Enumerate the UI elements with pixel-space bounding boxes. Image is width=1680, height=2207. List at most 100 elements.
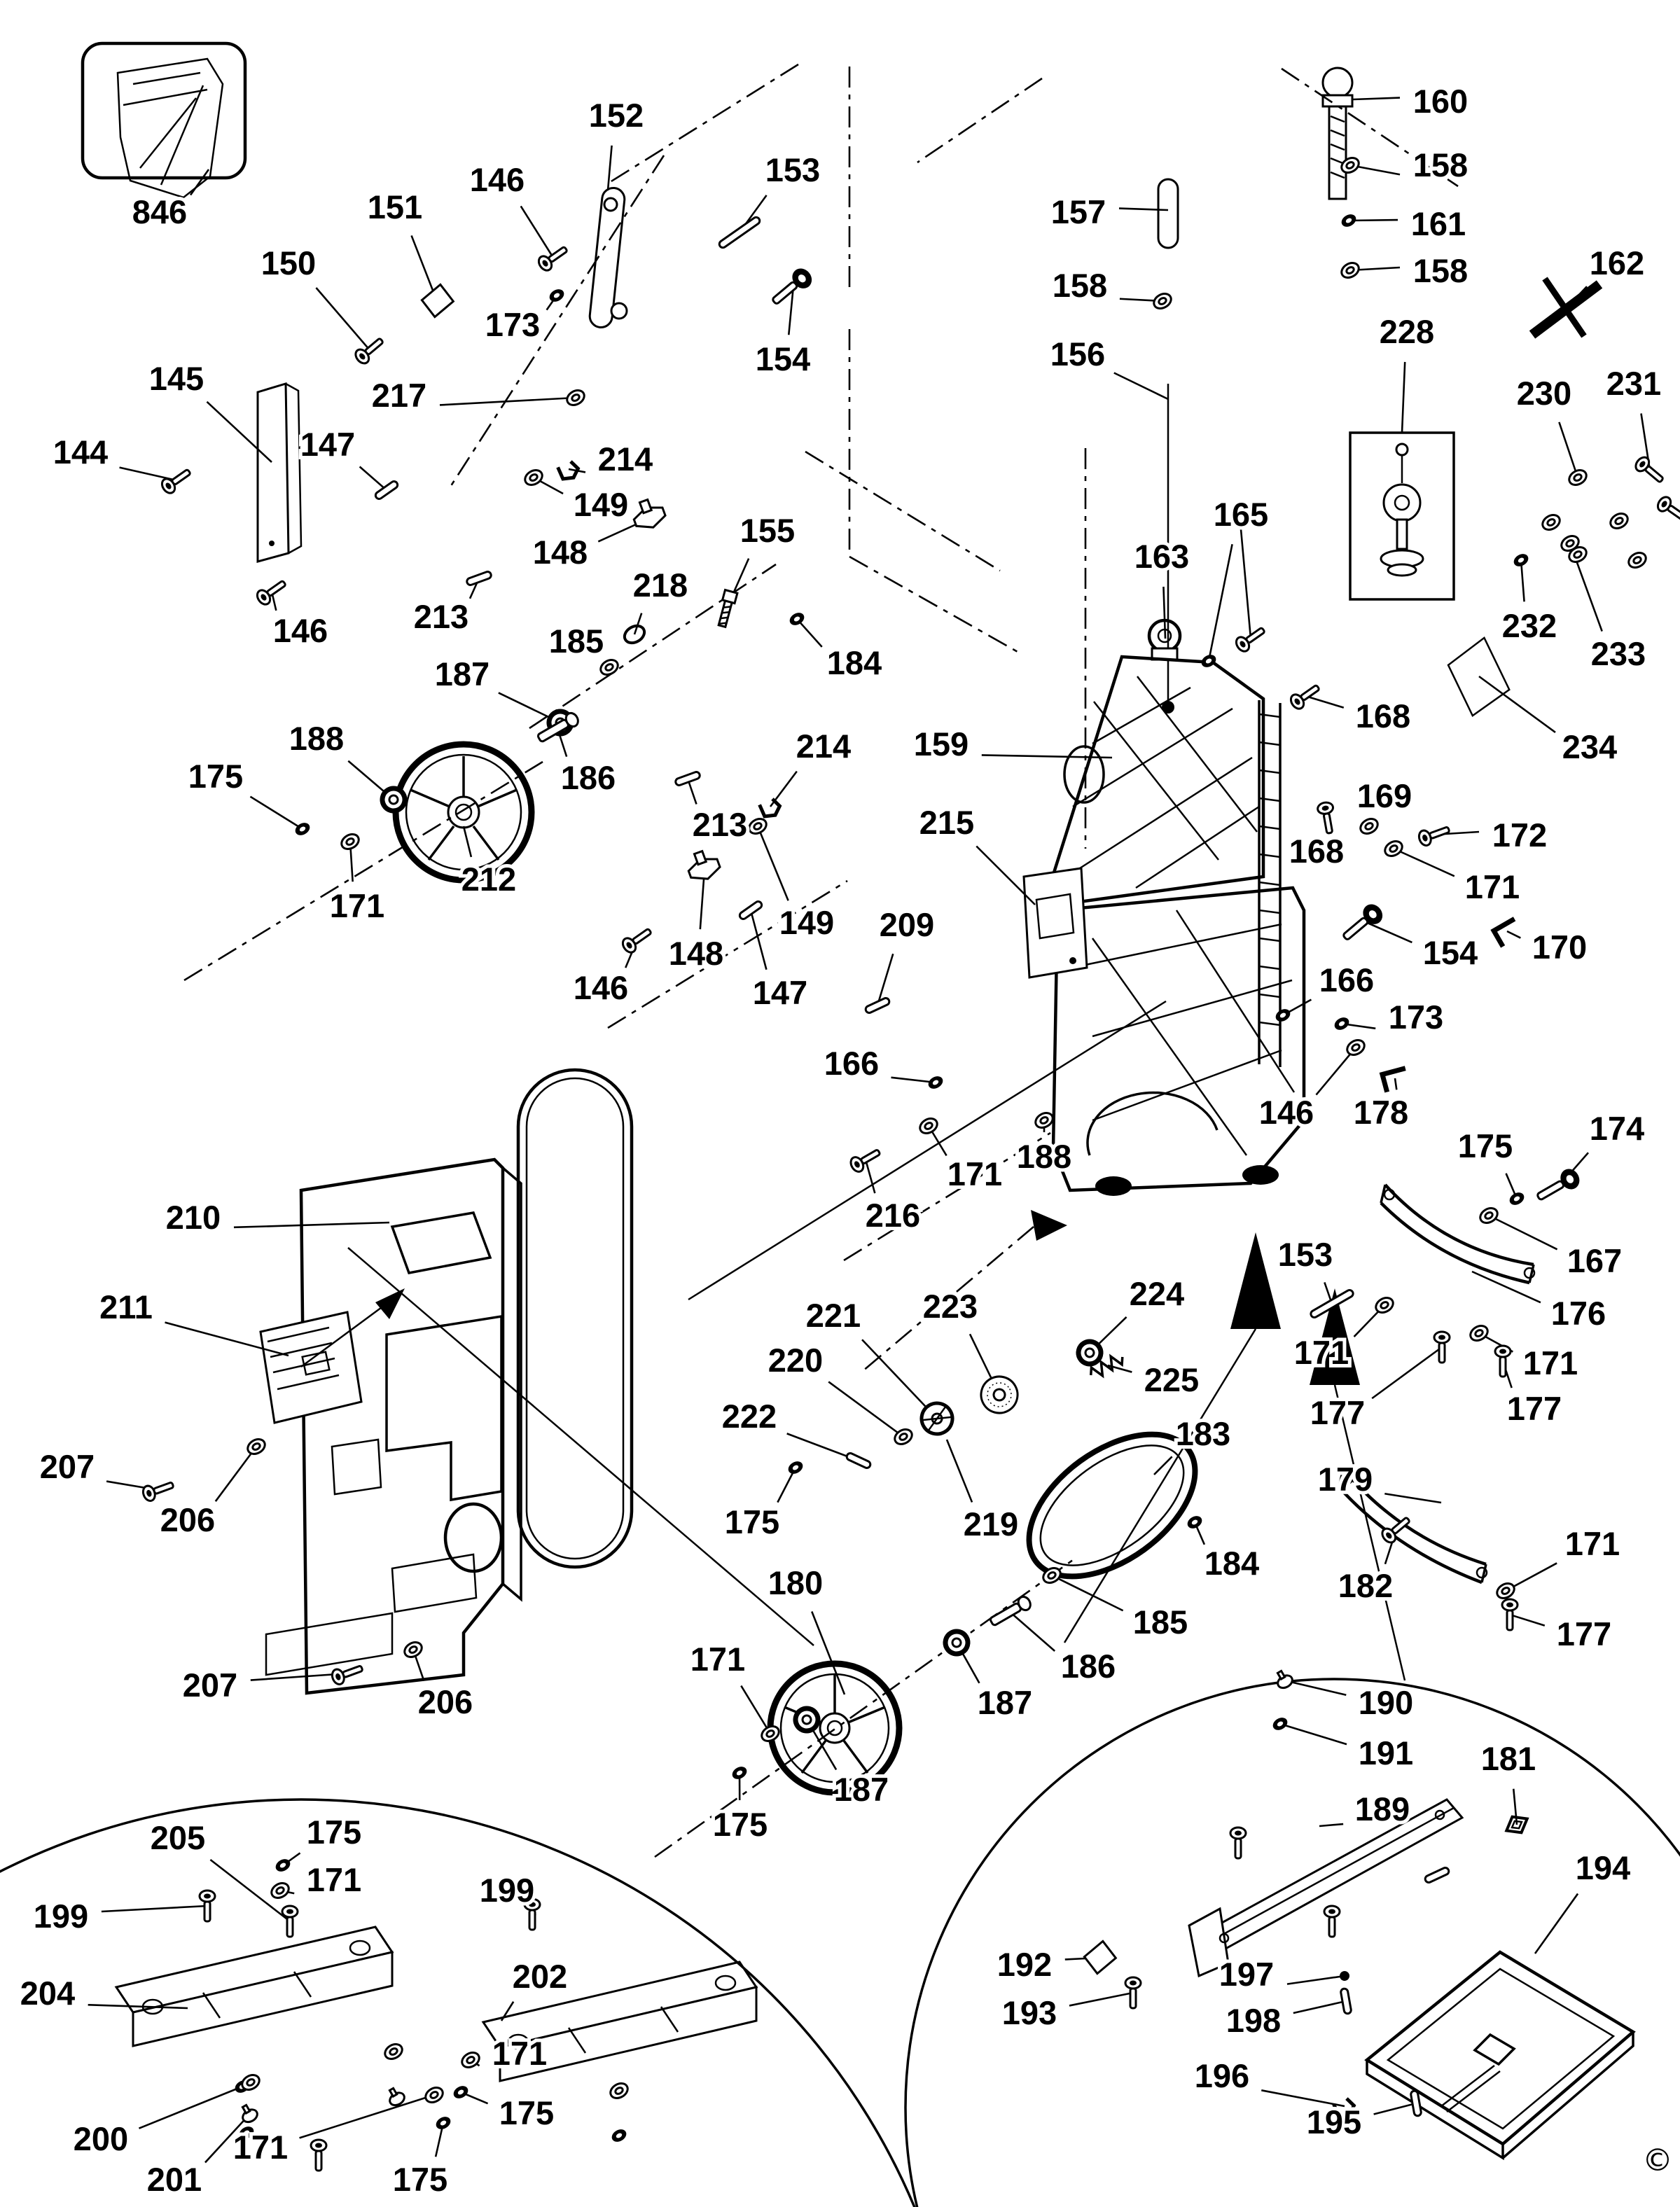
- part-label-170: 170: [1532, 928, 1587, 966]
- pulley-part-glyph: [919, 1401, 954, 1436]
- part-label-177: 177: [1507, 1390, 1562, 1427]
- washer-part-glyph: [566, 389, 585, 406]
- washer-part-glyph: [761, 1725, 780, 1742]
- part-label-178: 178: [1354, 1094, 1408, 1131]
- spring-part-glyph: [1090, 1353, 1124, 1379]
- leader-line: [1534, 1893, 1579, 1954]
- part-label-180: 180: [768, 1564, 823, 1601]
- leader-line: [1558, 422, 1579, 478]
- part-label-222: 222: [722, 1398, 777, 1435]
- part-label-205: 205: [151, 1819, 205, 1856]
- part-label-171: 171: [233, 2129, 288, 2166]
- leader-line: [1286, 1975, 1345, 1985]
- leader-line: [439, 396, 576, 406]
- leader-line: [299, 2094, 435, 2139]
- part-label-184: 184: [827, 644, 882, 681]
- leader-line: [876, 953, 894, 1006]
- washer-part-glyph: [461, 2052, 480, 2068]
- part-label-207: 207: [40, 1448, 95, 1485]
- part-label-172: 172: [1492, 816, 1547, 854]
- part-label-188: 188: [289, 720, 344, 757]
- part-label-216: 216: [866, 1197, 920, 1234]
- pin-part-glyph: [374, 480, 399, 500]
- part-label-171: 171: [947, 1155, 1002, 1192]
- leader-line: [606, 145, 613, 191]
- upper-wheel-part: [392, 741, 535, 884]
- part-label-217: 217: [372, 377, 426, 414]
- bolt-part-glyph: [717, 588, 739, 629]
- part-label-200: 200: [74, 2120, 128, 2157]
- part-label-192: 192: [997, 1946, 1052, 1983]
- screw-part-glyph: [1381, 1517, 1410, 1544]
- blade-guard-upper-part: [1380, 1183, 1536, 1285]
- part-label-181: 181: [1481, 1740, 1536, 1777]
- leader-line: [189, 169, 210, 196]
- access-door-part: [1022, 867, 1088, 979]
- part-label-202: 202: [513, 1958, 567, 1995]
- part-label-194: 194: [1576, 1849, 1630, 1886]
- washer-part-glyph: [1469, 1325, 1489, 1342]
- shaft-part-glyph: [536, 711, 579, 743]
- clip-part-glyph: [758, 798, 782, 819]
- part-label-201: 201: [147, 2161, 202, 2198]
- leader-line: [828, 1381, 904, 1438]
- part-label-163: 163: [1134, 538, 1189, 575]
- washer-part-glyph: [424, 2087, 444, 2103]
- part-label-154: 154: [756, 340, 810, 377]
- part-label-168: 168: [1289, 833, 1344, 870]
- part-label-185: 185: [1133, 1603, 1188, 1641]
- leader-line: [1284, 1679, 1347, 1696]
- part-label-228: 228: [1380, 313, 1434, 350]
- part-label-146: 146: [273, 612, 328, 649]
- leader-line: [756, 826, 789, 901]
- leader-line: [1279, 1722, 1347, 1746]
- part-label-188: 188: [1017, 1138, 1071, 1175]
- pin-part-glyph: [1340, 1987, 1352, 2015]
- screw-part-glyph: [1124, 1976, 1142, 2010]
- leader-line: [1113, 372, 1169, 401]
- nut-part-glyph: [239, 2126, 254, 2139]
- screw-part-glyph: [1417, 826, 1450, 847]
- fence-block-202-part: [481, 1961, 758, 2082]
- part-label-190: 190: [1359, 1684, 1413, 1721]
- part-label-204: 204: [20, 1975, 75, 2012]
- upper-link-part: [588, 186, 628, 329]
- part-label-159: 159: [914, 725, 969, 763]
- screw-part-glyph: [1634, 456, 1664, 483]
- hardware-glyphs: [141, 157, 1680, 2172]
- part-label-846: 846: [132, 193, 187, 230]
- leader-line: [945, 1439, 973, 1503]
- screw-part-glyph: [849, 1149, 881, 1173]
- part-label-175: 175: [307, 1813, 361, 1851]
- leader-line: [740, 1685, 772, 1734]
- leader-line: [1401, 361, 1406, 433]
- leader-line: [1352, 97, 1401, 101]
- part-label-206: 206: [418, 1683, 473, 1720]
- nut-part-glyph: [1201, 655, 1216, 667]
- leader-line: [864, 1159, 876, 1194]
- leader-line: [1393, 847, 1455, 877]
- tool-162-part: [1529, 277, 1603, 339]
- part-label-186: 186: [1061, 1648, 1116, 1685]
- part-label-149: 149: [574, 486, 628, 523]
- screw-part-glyph: [141, 1482, 174, 1502]
- nut-part-glyph: [611, 2129, 627, 2142]
- pin-part-glyph: [738, 900, 763, 920]
- pin-part-glyph: [1424, 1867, 1450, 1884]
- miter-rail-part: [1188, 1798, 1464, 1978]
- drive-belt-part: [1026, 1431, 1198, 1580]
- part-label-223: 223: [923, 1288, 978, 1325]
- leader-line: [214, 1446, 258, 1502]
- leader-line: [749, 910, 768, 970]
- leader-line: [101, 1905, 208, 1913]
- leader-line: [138, 2085, 243, 2129]
- part-label-147: 147: [753, 974, 807, 1011]
- part-label-146: 146: [1259, 1094, 1314, 1131]
- cap-part-glyph: [241, 2103, 258, 2124]
- leader-line: [1488, 1214, 1558, 1251]
- part-label-158: 158: [1413, 146, 1468, 183]
- pin-part-glyph: [864, 997, 891, 1014]
- clip-part-glyph: [556, 460, 581, 481]
